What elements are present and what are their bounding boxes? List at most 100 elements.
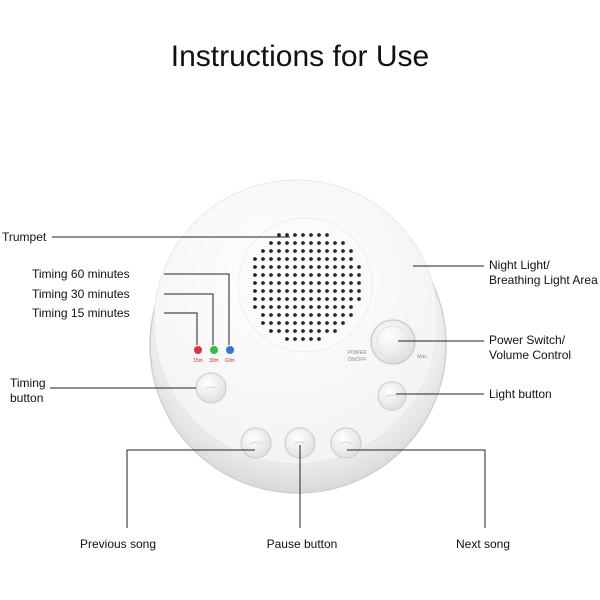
grille-hole — [317, 249, 321, 253]
grille-hole — [277, 265, 281, 269]
grille-hole — [277, 257, 281, 261]
grille-hole — [285, 337, 289, 341]
grille-hole — [317, 289, 321, 293]
grille-hole — [333, 249, 337, 253]
grille-hole — [317, 257, 321, 261]
grille-hole — [253, 273, 257, 277]
callout-trumpet: Trumpet — [2, 230, 47, 244]
led-label-30m: 30m — [209, 358, 219, 364]
speaker-grille-dots — [253, 233, 361, 341]
grille-hole — [309, 249, 313, 253]
grille-hole — [341, 313, 345, 317]
timing-button — [195, 372, 227, 404]
grille-hole — [325, 329, 329, 333]
grille-hole — [309, 337, 313, 341]
grille-hole — [269, 305, 273, 309]
grille-hole — [309, 313, 313, 317]
led-label-60m: 60m — [225, 358, 235, 364]
grille-hole — [301, 313, 305, 317]
grille-hole — [269, 281, 273, 285]
grille-hole — [253, 289, 257, 293]
grille-hole — [293, 313, 297, 317]
knob-label-power: POWER — [348, 350, 367, 356]
previous-song-button — [240, 427, 272, 459]
grille-hole — [253, 257, 257, 261]
grille-hole — [317, 241, 321, 245]
grille-hole — [285, 241, 289, 245]
grille-hole — [333, 297, 337, 301]
grille-hole — [317, 233, 321, 237]
grille-hole — [309, 305, 313, 309]
grille-hole — [349, 273, 353, 277]
grille-hole — [277, 305, 281, 309]
grille-hole — [277, 281, 281, 285]
grille-hole — [317, 273, 321, 277]
grille-hole — [301, 297, 305, 301]
grille-hole — [333, 273, 337, 277]
callout-light-button: Light button — [489, 387, 552, 401]
grille-hole — [333, 281, 337, 285]
callout-night-light: Night Light/ Breathing Light Area — [489, 258, 598, 288]
grille-hole — [301, 233, 305, 237]
grille-hole — [349, 265, 353, 269]
grille-hole — [269, 249, 273, 253]
grille-hole — [293, 321, 297, 325]
grille-hole — [341, 297, 345, 301]
grille-hole — [301, 249, 305, 253]
grille-hole — [261, 313, 265, 317]
grille-hole — [317, 337, 321, 341]
grille-hole — [309, 281, 313, 285]
grille-hole — [309, 273, 313, 277]
grille-hole — [341, 241, 345, 245]
grille-hole — [333, 313, 337, 317]
grille-hole — [309, 329, 313, 333]
grille-hole — [341, 289, 345, 293]
grille-hole — [277, 273, 281, 277]
grille-hole — [261, 281, 265, 285]
leader-timing-30 — [164, 293, 214, 345]
grille-hole — [261, 249, 265, 253]
grille-hole — [301, 289, 305, 293]
grille-hole — [333, 241, 337, 245]
callout-timing-button: Timing button — [10, 376, 46, 406]
leader-previous-song — [126, 449, 255, 528]
grille-hole — [277, 321, 281, 325]
grille-hole — [325, 321, 329, 325]
grille-hole — [301, 265, 305, 269]
grille-hole — [277, 329, 281, 333]
grille-hole — [309, 321, 313, 325]
callout-power-switch: Power Switch/ Volume Control — [489, 333, 571, 363]
grille-hole — [293, 289, 297, 293]
grille-hole — [277, 313, 281, 317]
grille-hole — [285, 249, 289, 253]
grille-hole — [261, 265, 265, 269]
grille-hole — [341, 321, 345, 325]
grille-hole — [325, 257, 329, 261]
grille-hole — [261, 297, 265, 301]
grille-hole — [349, 249, 353, 253]
grille-hole — [309, 241, 313, 245]
grille-hole — [341, 265, 345, 269]
grille-hole — [269, 265, 273, 269]
grille-hole — [309, 233, 313, 237]
grille-hole — [285, 329, 289, 333]
grille-hole — [357, 297, 361, 301]
grille-hole — [293, 265, 297, 269]
grille-hole — [325, 273, 329, 277]
grille-hole — [253, 265, 257, 269]
grille-hole — [285, 257, 289, 261]
grille-hole — [317, 265, 321, 269]
grille-hole — [301, 241, 305, 245]
grille-hole — [285, 313, 289, 317]
grille-hole — [341, 273, 345, 277]
grille-hole — [325, 289, 329, 293]
grille-hole — [301, 321, 305, 325]
callout-timing-30: Timing 30 minutes — [32, 287, 130, 301]
callout-pause-button: Pause button — [266, 537, 338, 551]
grille-hole — [269, 241, 273, 245]
grille-hole — [301, 281, 305, 285]
led-60m — [226, 346, 234, 354]
grille-hole — [349, 297, 353, 301]
grille-hole — [357, 265, 361, 269]
grille-hole — [285, 297, 289, 301]
